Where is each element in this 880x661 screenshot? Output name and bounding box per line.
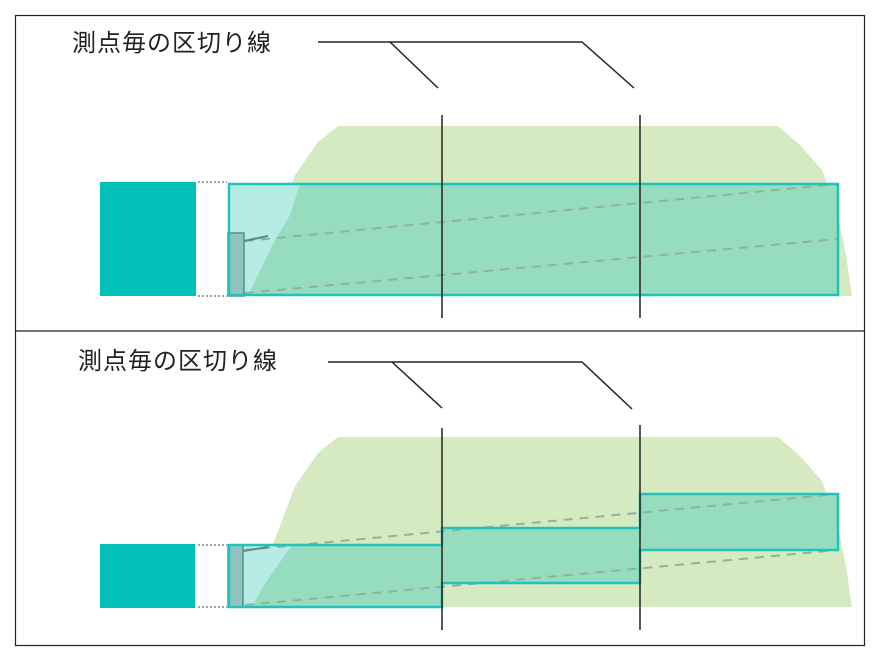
dashed-line-lower: [244, 238, 839, 294]
fill-outline: [227, 182, 840, 297]
fill-region-stepped: [229, 494, 838, 607]
dashed-line-upper: [244, 183, 839, 242]
teal-block: [100, 182, 196, 296]
label-division-lines: 測点毎の区切り線: [78, 347, 278, 375]
wall-tie: [242, 546, 269, 552]
dashed-line-upper: [244, 493, 839, 551]
panel-bottom: 測点毎の区切り線: [78, 347, 852, 630]
leader-branch: [389, 41, 439, 89]
teal-block: [100, 544, 195, 608]
light-corner: [229, 545, 292, 607]
leader-line: [318, 41, 635, 89]
panel-top: 測点毎の区切り線: [72, 29, 852, 318]
leader-branch: [391, 361, 443, 409]
fill-region: [229, 184, 838, 295]
dashed-line-lower: [244, 549, 839, 606]
leader-line: [328, 361, 633, 410]
wall-tie: [243, 235, 269, 242]
retaining-wall: [227, 232, 245, 297]
label-division-lines: 測点毎の区切り線: [72, 29, 272, 57]
